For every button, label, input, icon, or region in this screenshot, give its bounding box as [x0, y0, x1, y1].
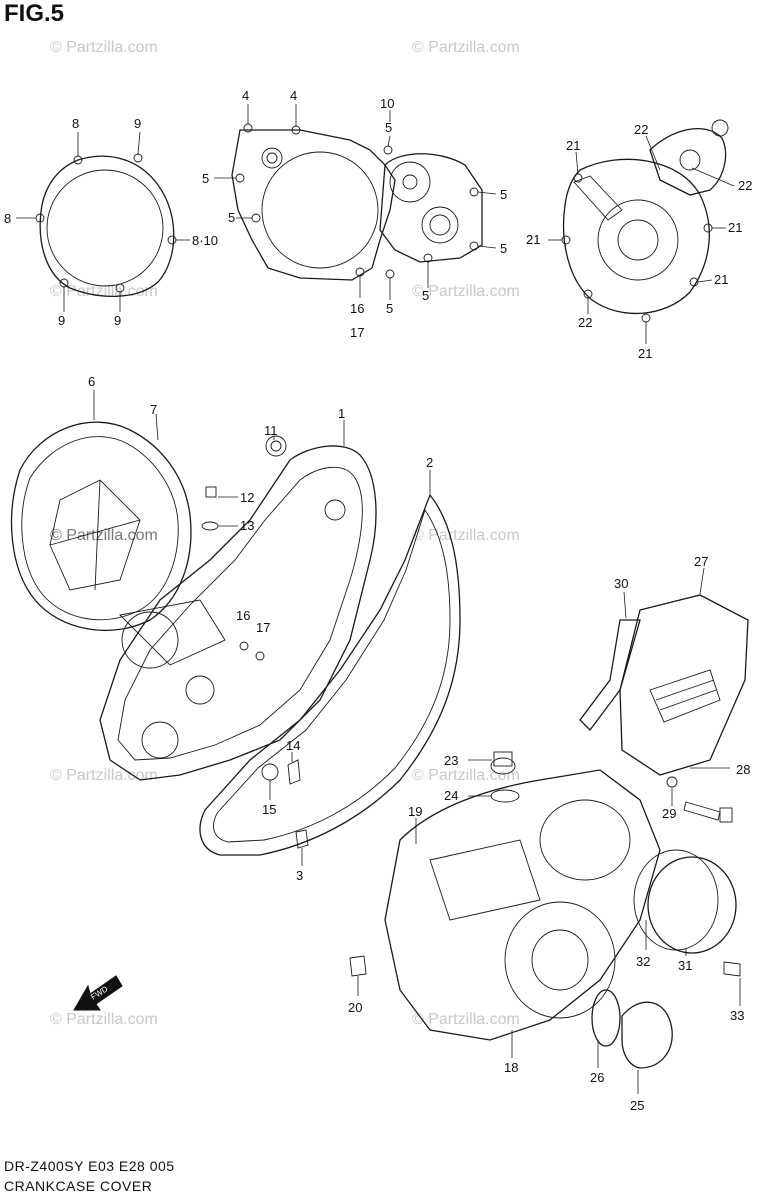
watermark-text: © Partzilla.com	[50, 39, 158, 56]
callout: 32	[636, 954, 650, 969]
magneto-cover-small	[548, 119, 735, 344]
callout: 21	[638, 346, 652, 361]
callout: 5	[386, 301, 393, 316]
callout: 4	[290, 88, 297, 103]
diagram-code: DR-Z400SY E03 E28 005	[4, 1158, 175, 1174]
figure-title: FIG.5	[4, 0, 65, 27]
watermark-text: © Partzilla.com	[50, 1011, 158, 1028]
callout: 1	[338, 406, 345, 421]
diagram-name: CRANKCASE COVER	[4, 1178, 153, 1194]
callout: 5	[500, 241, 507, 256]
callout: 17	[256, 620, 270, 635]
callout: 22	[738, 178, 752, 193]
watermark-text: © Partzilla.com	[412, 767, 520, 784]
callout: 5	[422, 288, 429, 303]
callout: 25	[630, 1098, 644, 1113]
callout: 6	[88, 374, 95, 389]
callout: 20	[348, 1000, 362, 1015]
small-covers	[591, 849, 741, 1094]
callout: 4	[242, 88, 249, 103]
callout: 21	[566, 138, 580, 153]
watermark-text: © Partzilla.com	[412, 283, 520, 300]
callout: 21	[526, 232, 540, 247]
magneto-cover-large	[349, 751, 661, 1058]
callout: 9	[114, 313, 121, 328]
callout: 28	[736, 762, 750, 777]
callout: 30	[614, 576, 628, 591]
watermark-text: © Partzilla.com	[412, 39, 520, 56]
callout: 13	[240, 518, 254, 533]
callout: 8	[4, 211, 11, 226]
callout-numbers: 4 4 10 5 5 5 5 5 5 5 16 17 8 9 8 8·10 9 …	[4, 88, 752, 1113]
callout: 22	[634, 122, 648, 137]
callout: 8	[72, 116, 79, 131]
callout: 33	[730, 1008, 744, 1023]
clutch-cover-large	[11, 390, 192, 632]
callout: 16	[350, 301, 364, 316]
fwd-arrow-icon: FWD	[73, 975, 123, 1011]
callout: 27	[694, 554, 708, 569]
watermark-text: © Partzilla.com	[412, 1011, 520, 1028]
callout: 22	[578, 315, 592, 330]
callout: 16	[236, 608, 250, 623]
callout: 8·10	[192, 233, 218, 248]
crankcase-gasket	[199, 470, 461, 866]
sprocket-cover	[579, 567, 749, 823]
callout: 10	[380, 96, 394, 111]
callout: 5	[228, 210, 235, 225]
callout: 18	[504, 1060, 518, 1075]
callout: 12	[240, 490, 254, 505]
callout: 23	[444, 753, 458, 768]
callout: 24	[444, 788, 458, 803]
watermark-text: © Partzilla.com	[50, 527, 158, 544]
callout: 3	[296, 868, 303, 883]
callout: 21	[728, 220, 742, 235]
callout: 2	[426, 455, 433, 470]
callout: 15	[262, 802, 276, 817]
callout: 26	[590, 1070, 604, 1085]
callout: 21	[714, 272, 728, 287]
callout: 31	[678, 958, 692, 973]
callout: 9	[58, 313, 65, 328]
callout: 14	[286, 738, 300, 753]
callout: 19	[408, 804, 422, 819]
watermark-text: © Partzilla.com	[50, 283, 158, 300]
callout: 17	[350, 325, 364, 340]
callout: 7	[150, 402, 157, 417]
clutch-cover-assembly	[214, 104, 497, 300]
watermark-text: © Partzilla.com	[412, 527, 520, 544]
callout: 9	[134, 116, 141, 131]
clutch-cover-gasket-small	[16, 131, 190, 312]
callout: 5	[202, 171, 209, 186]
callout: 29	[662, 806, 676, 821]
callout: 5	[500, 187, 507, 202]
callout: 11	[264, 423, 278, 438]
watermark-text: © Partzilla.com	[50, 767, 158, 784]
crankcase-cover-center	[99, 420, 377, 800]
callout: 5	[385, 120, 392, 135]
